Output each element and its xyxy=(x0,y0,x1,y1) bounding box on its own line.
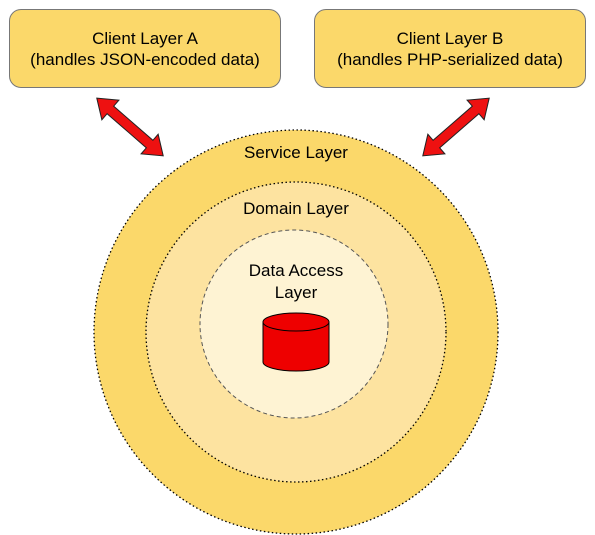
database-cylinder-icon xyxy=(262,312,330,372)
double-arrow-client-b xyxy=(422,97,490,157)
data-access-layer-label-line1: Data Access xyxy=(249,261,344,280)
client-layer-a-title: Client Layer A xyxy=(92,28,198,48)
client-layer-b-box: Client Layer B (handles PHP-serialized d… xyxy=(314,9,586,88)
data-access-layer-label-line2: Layer xyxy=(275,283,318,302)
client-layer-a-subtitle: (handles JSON-encoded data) xyxy=(30,49,260,69)
double-arrow-client-a xyxy=(96,97,164,157)
client-layer-b-title: Client Layer B xyxy=(396,28,504,48)
service-layer-label: Service Layer xyxy=(244,143,348,162)
client-layer-a-box: Client Layer A (handles JSON-encoded dat… xyxy=(9,9,281,88)
domain-layer-label: Domain Layer xyxy=(243,199,349,218)
client-layer-b-subtitle: (handles PHP-serialized data) xyxy=(337,49,563,69)
